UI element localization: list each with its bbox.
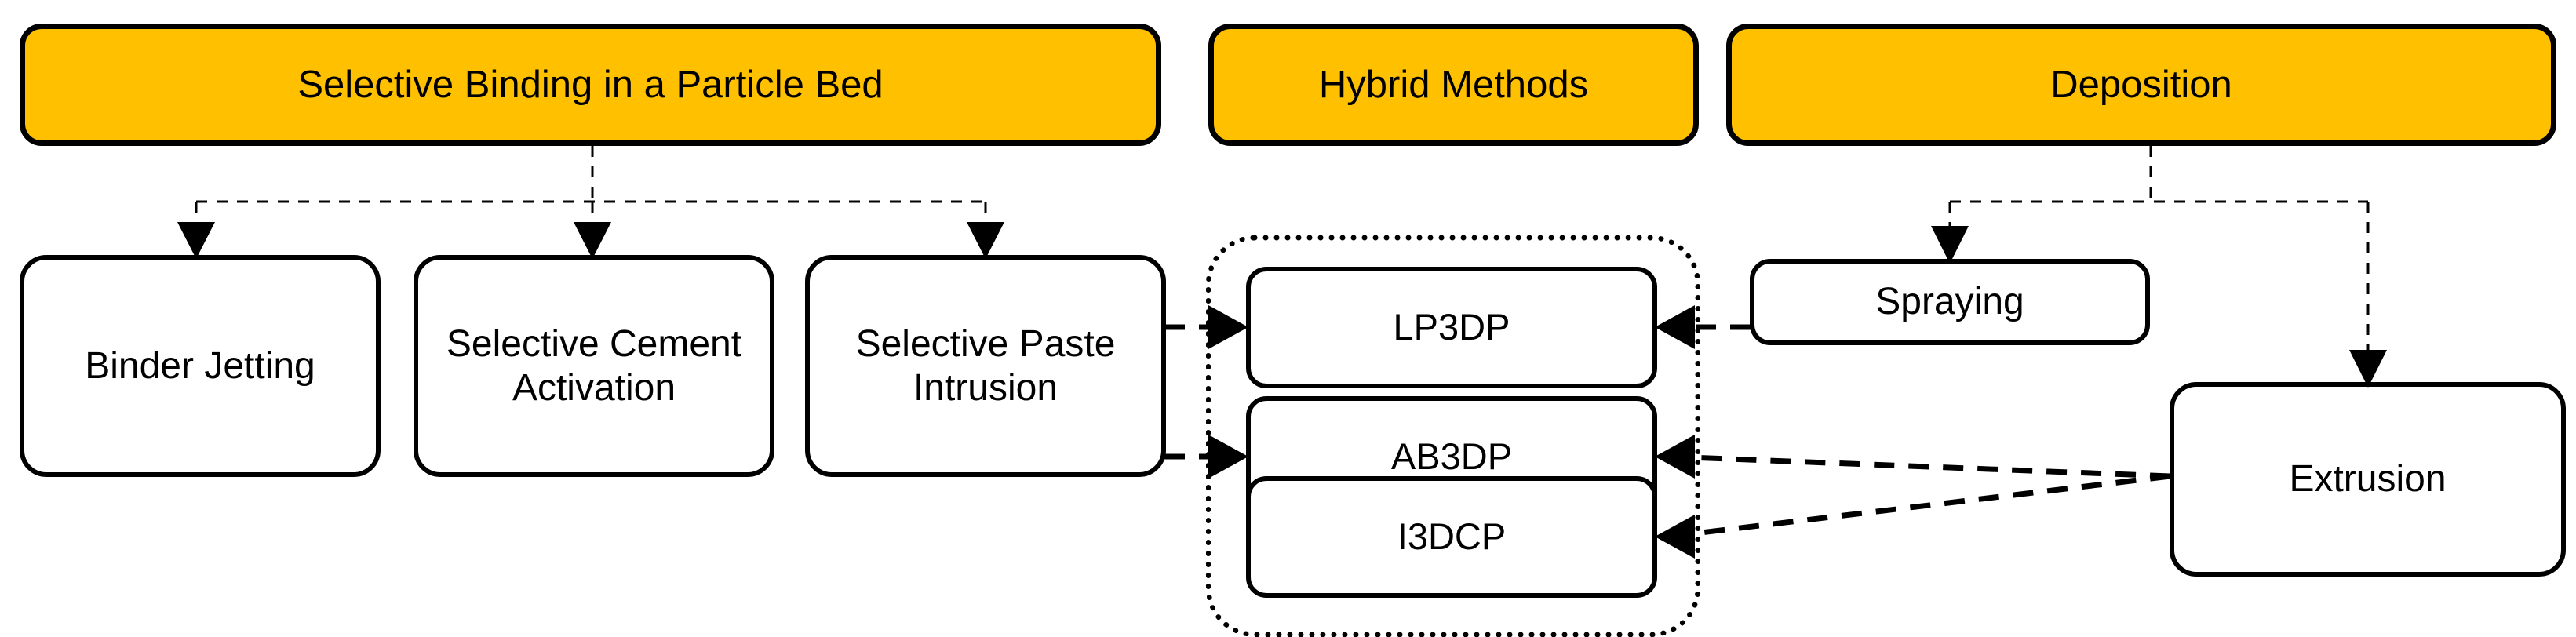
arrowhead-right-lp3dp xyxy=(1208,305,1248,349)
arrowhead-left-ab3dp xyxy=(1655,435,1695,479)
node-i3dcp-label: I3DCP xyxy=(1397,515,1507,558)
connector-spi-to-hybrid xyxy=(1164,324,1233,460)
header-selective-binding[interactable]: Selective Binding in a Particle Bed xyxy=(20,24,1161,146)
arrowhead-right-ab3dp xyxy=(1208,435,1248,479)
header-hybrid-methods-label: Hybrid Methods xyxy=(1318,63,1589,106)
arrowhead-down-spraying xyxy=(1931,226,1969,264)
arrowhead-down-selective-paste-intrusion xyxy=(967,222,1004,259)
node-binder-jetting[interactable]: Binder Jetting xyxy=(20,255,381,477)
arrowhead-down-extrusion xyxy=(2349,350,2387,388)
arrowhead-left-i3dcp xyxy=(1655,515,1695,559)
node-lp3dp-label: LP3DP xyxy=(1393,306,1510,348)
arrowhead-down-selective-cement-activation xyxy=(574,222,611,259)
header-hybrid-methods[interactable]: Hybrid Methods xyxy=(1208,24,1699,146)
node-binder-jetting-label: Binder Jetting xyxy=(85,344,315,387)
node-i3dcp[interactable]: I3DCP xyxy=(1246,476,1657,598)
header-deposition[interactable]: Deposition xyxy=(1726,24,2556,146)
node-selective-paste-intrusion[interactable]: Selective Paste Intrusion xyxy=(805,255,1166,477)
node-ab3dp-label: AB3DP xyxy=(1390,435,1513,478)
node-selective-cement-activation-label: Selective Cement Activation xyxy=(446,322,742,409)
arrowhead-left-lp3dp xyxy=(1655,305,1695,349)
header-deposition-label: Deposition xyxy=(2050,63,2232,106)
connector-extrusion-to-hybrid xyxy=(1667,453,2171,540)
node-selective-cement-activation[interactable]: Selective Cement Activation xyxy=(414,255,774,477)
node-lp3dp[interactable]: LP3DP xyxy=(1246,267,1657,388)
node-extrusion-label: Extrusion xyxy=(2289,458,2447,500)
arrowhead-down-binder-jetting xyxy=(177,222,215,259)
node-spraying-label: Spraying xyxy=(1875,281,2024,323)
header-selective-binding-label: Selective Binding in a Particle Bed xyxy=(297,63,884,106)
node-selective-paste-intrusion-label: Selective Paste Intrusion xyxy=(855,322,1116,409)
